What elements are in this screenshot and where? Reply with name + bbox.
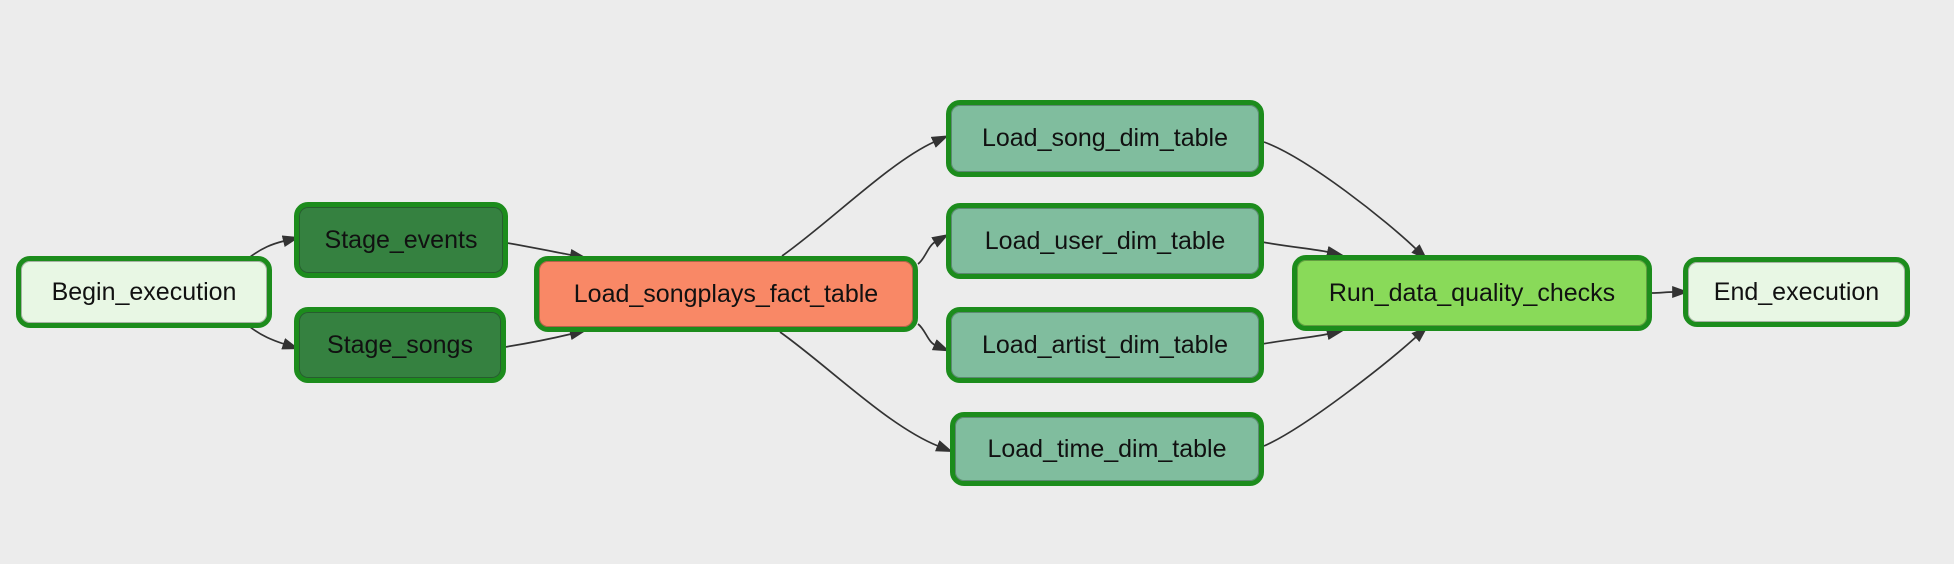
task-node-dim_artist[interactable]: Load_artist_dim_table: [946, 307, 1264, 383]
task-node-label: Stage_events: [324, 225, 478, 254]
task-node-label: Load_songplays_fact_table: [573, 279, 879, 308]
task-node-label: Load_song_dim_table: [981, 124, 1229, 152]
edge-fact-to-dim_song: [781, 135, 949, 257]
edge-dim_song-to-quality: [1263, 141, 1428, 261]
edge-stage_songs-to-fact: [504, 328, 587, 348]
task-node-end[interactable]: End_execution: [1683, 257, 1910, 327]
edge-begin-to-stage_songs: [249, 326, 300, 350]
task-node-label: Run_data_quality_checks: [1328, 278, 1616, 307]
edge-stage_events-to-fact: [506, 242, 587, 261]
task-node-label: Begin_execution: [51, 277, 237, 306]
task-node-label: End_execution: [1713, 277, 1880, 306]
edge-fact-to-dim_user: [917, 233, 950, 265]
task-node-dim_time[interactable]: Load_time_dim_table: [950, 412, 1264, 486]
task-node-dim_user[interactable]: Load_user_dim_table: [946, 203, 1264, 279]
task-node-label: Load_time_dim_table: [987, 434, 1227, 463]
task-node-stage_songs[interactable]: Stage_songs: [294, 307, 506, 383]
edge-begin-to-stage_events: [249, 235, 300, 258]
edge-fact-to-dim_artist: [917, 323, 950, 352]
task-node-quality[interactable]: Run_data_quality_checks: [1292, 255, 1652, 331]
task-node-label: Load_user_dim_table: [984, 226, 1226, 255]
task-node-label: Stage_songs: [327, 330, 473, 359]
task-node-fact[interactable]: Load_songplays_fact_table: [534, 256, 918, 332]
task-node-begin[interactable]: Begin_execution: [16, 256, 272, 328]
edge-fact-to-dim_time: [779, 331, 953, 453]
task-node-stage_events[interactable]: Stage_events: [294, 202, 508, 278]
edge-dim_artist-to-quality: [1261, 328, 1344, 345]
task-node-label: Load_artist_dim_table: [982, 330, 1228, 359]
task-node-dim_song[interactable]: Load_song_dim_table: [946, 100, 1264, 177]
edge-dim_time-to-quality: [1263, 326, 1429, 447]
edge-quality-to-end: [1651, 286, 1690, 298]
edge-dim_user-to-quality: [1261, 241, 1344, 258]
